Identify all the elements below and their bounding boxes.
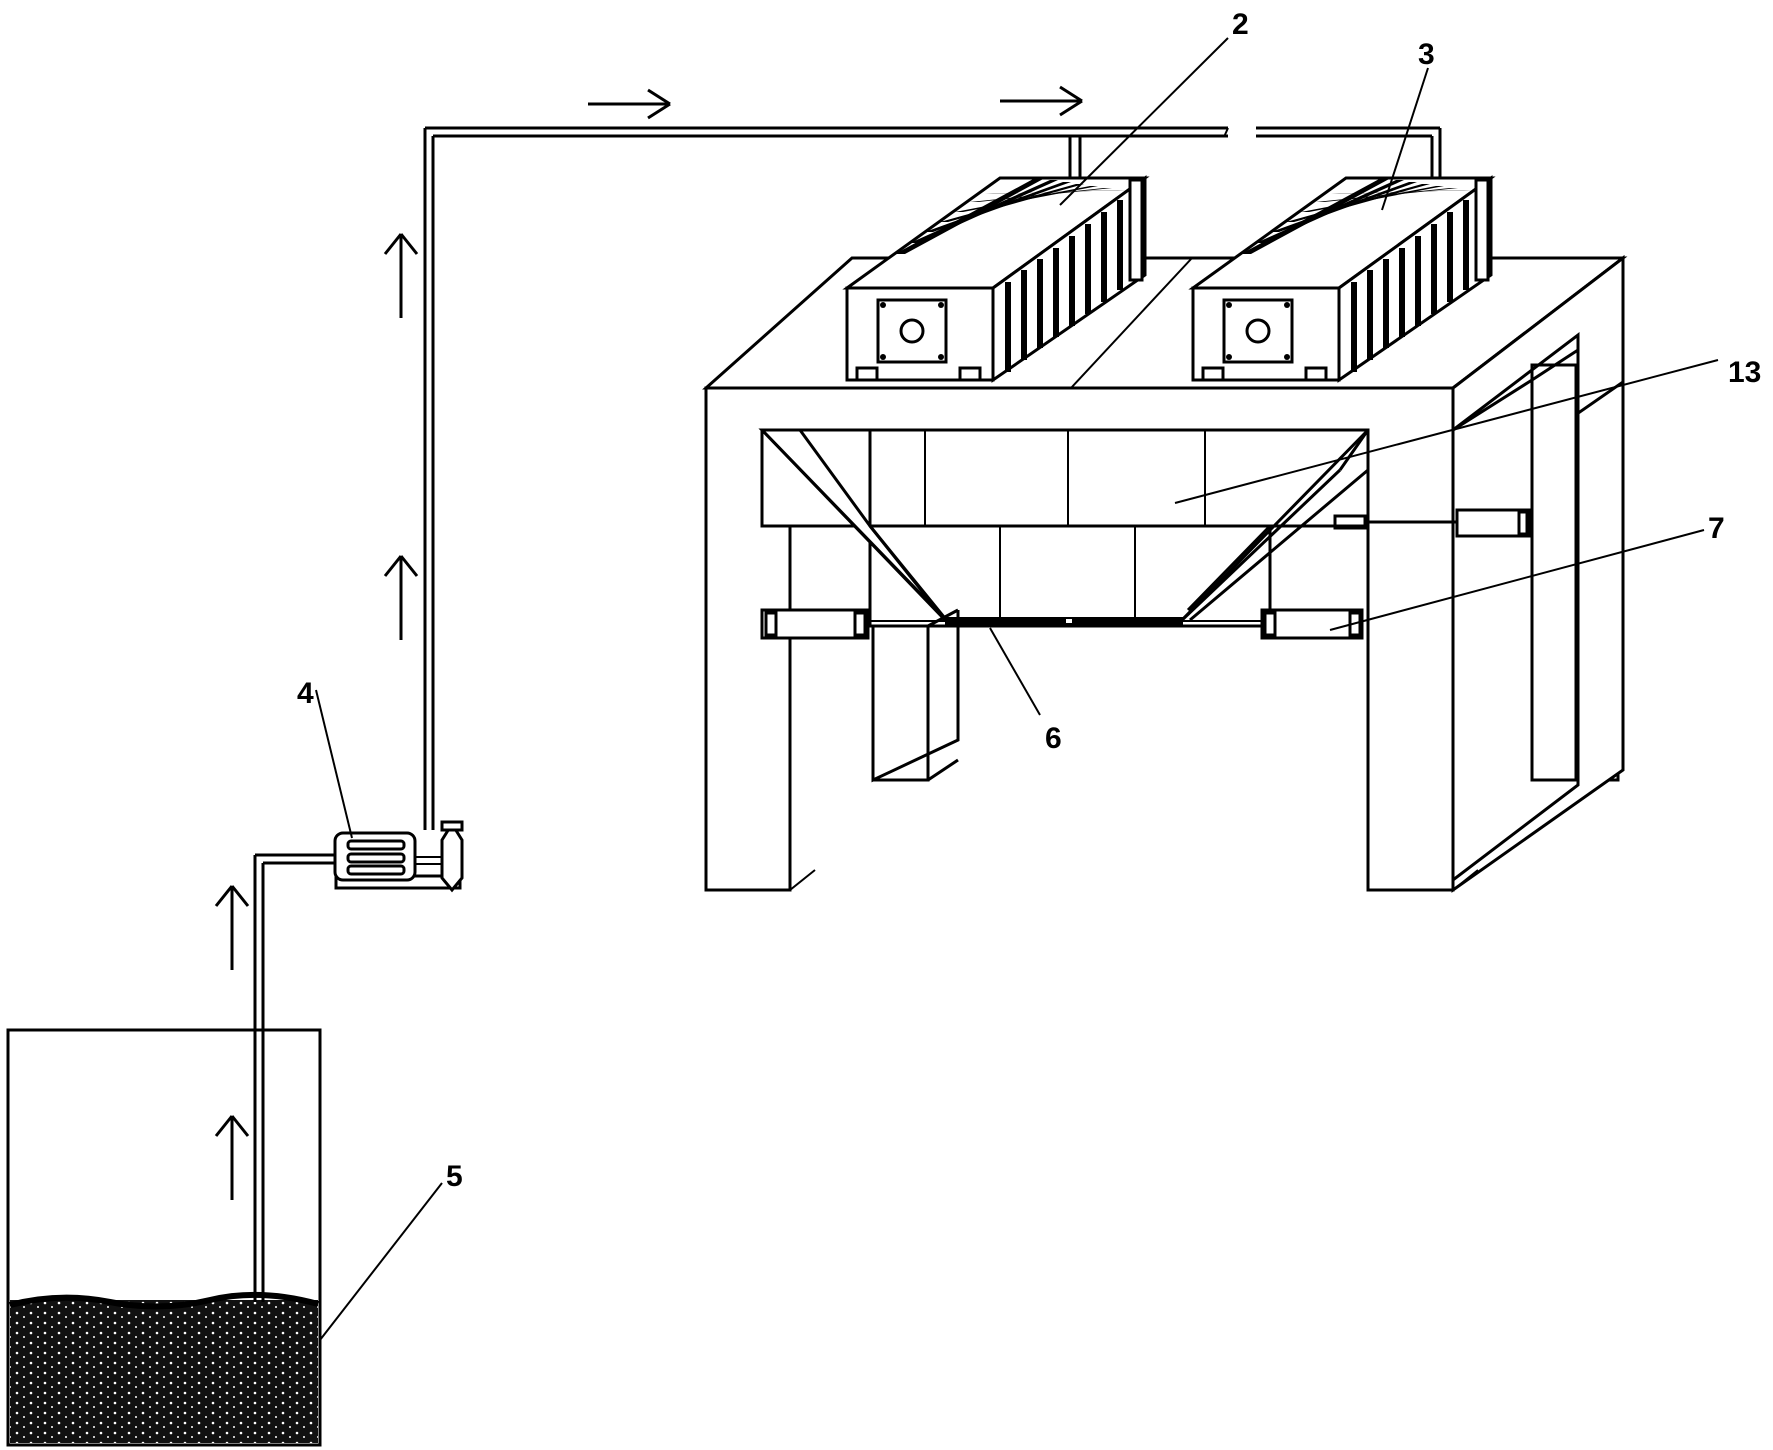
flow-arrows bbox=[214, 85, 1083, 1200]
arrow-up-icon bbox=[214, 885, 250, 970]
filter-plates bbox=[1241, 178, 1472, 254]
filter-press-1 bbox=[842, 175, 1150, 383]
cylinder-left bbox=[760, 608, 870, 640]
leader-13 bbox=[1174, 359, 1719, 504]
filter-plates bbox=[895, 178, 1126, 254]
label-slurry-tank: 5 bbox=[446, 1160, 463, 1193]
filter-press-2 bbox=[1188, 175, 1496, 383]
label-pump: 4 bbox=[297, 677, 314, 710]
leader-4 bbox=[315, 689, 353, 839]
leader-lines bbox=[315, 37, 1719, 1341]
sludge-layer bbox=[10, 1300, 318, 1443]
leader-5 bbox=[319, 1182, 443, 1341]
label-hopper: 13 bbox=[1728, 356, 1761, 389]
pump bbox=[333, 820, 464, 893]
label-filter-press-1: 2 bbox=[1232, 8, 1249, 41]
arrow-up-icon bbox=[214, 1115, 250, 1200]
cylinder-right bbox=[1260, 608, 1364, 640]
arrow-up-icon bbox=[383, 233, 419, 318]
label-filter-press-2: 3 bbox=[1418, 38, 1435, 71]
belt bbox=[868, 617, 1262, 627]
callout-labels: 2 3 13 7 6 4 5 bbox=[297, 8, 1761, 1193]
leader-2 bbox=[1059, 37, 1229, 206]
leader-7 bbox=[1329, 529, 1705, 631]
arrow-up-icon bbox=[383, 555, 419, 640]
slurry-tank bbox=[6, 1028, 322, 1447]
arrow-right-icon bbox=[1000, 85, 1083, 117]
label-belt: 6 bbox=[1045, 722, 1062, 755]
filter-plate-edges bbox=[1351, 200, 1469, 372]
hopper bbox=[758, 428, 1370, 782]
arrow-right-icon bbox=[588, 88, 671, 120]
filter-plate-edges bbox=[1005, 200, 1123, 372]
leader-3 bbox=[1381, 67, 1429, 211]
leader-6 bbox=[989, 627, 1041, 716]
label-cylinder: 7 bbox=[1708, 512, 1725, 545]
